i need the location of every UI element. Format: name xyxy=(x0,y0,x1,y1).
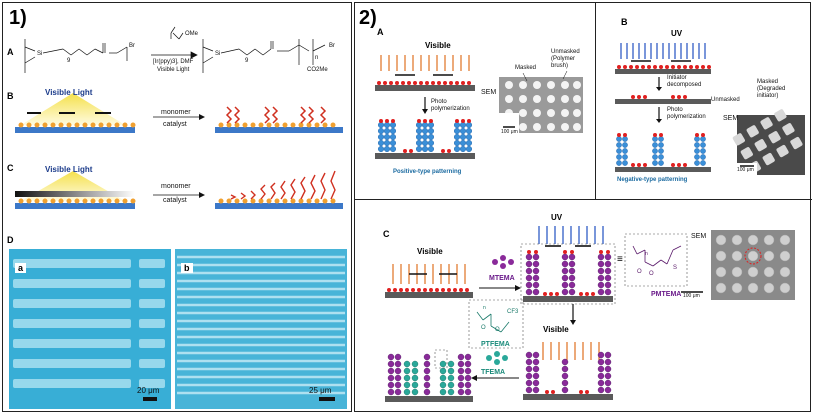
uv-label-2b: UV xyxy=(671,29,683,38)
visible-label-2c-2: Visible xyxy=(543,325,569,334)
panel-1a-label: A xyxy=(7,47,14,57)
co2me-label: CO2Me xyxy=(307,67,328,73)
panel-1b-label: B xyxy=(7,91,14,101)
sem-label-2b: SEM xyxy=(723,115,739,122)
o-atom-label-2: O xyxy=(649,271,654,277)
si-label-1: Si xyxy=(37,51,43,57)
scale-bar-label-2b: 100 μm xyxy=(737,167,754,173)
subscript-9-1: 9 xyxy=(67,58,71,64)
catalyst-label-c: catalyst xyxy=(163,197,187,204)
panel-1: 1) A Si 9 Br OMe [Ir(ppy)3], DMF Visible… xyxy=(2,2,352,412)
ome-label: OMe xyxy=(185,31,199,37)
negative-patterning-scheme xyxy=(615,43,805,175)
photo-polymerization-2b: Photo polymerization xyxy=(667,107,706,120)
catalyst-label-b: catalyst xyxy=(163,121,187,128)
condition-catalyst: [Ir(ppy)3], DMF xyxy=(153,59,194,65)
mtema-label: MTEMA xyxy=(489,275,515,282)
reaction-scheme xyxy=(24,26,326,73)
mixed-patterning-scheme: ≡ xyxy=(385,226,795,402)
masked-label-2a: Masked xyxy=(515,65,537,71)
svg-text:≡: ≡ xyxy=(617,254,623,265)
divider-horizontal xyxy=(355,199,812,200)
si-label-2: Si xyxy=(215,51,221,57)
positive-patterning-scheme xyxy=(375,55,583,159)
micrograph-a: a 20 μm xyxy=(9,249,171,409)
s-atom-label: S xyxy=(673,265,678,271)
o-atom-label-1: O xyxy=(637,269,642,275)
panel-1d-label: D xyxy=(7,235,14,245)
n-subscript-pmtema: n xyxy=(645,251,648,257)
tfema-label: TFEMA xyxy=(481,369,506,376)
ptfema-label: PTFEMA xyxy=(481,341,510,348)
caption-2a: Positive-type patterning xyxy=(393,169,462,175)
br-label-2: Br xyxy=(329,43,335,49)
pmtema-label: PMTEMA xyxy=(651,291,682,298)
scale-bar-a-label: 20 μm xyxy=(137,386,160,395)
sem-label-2a: SEM xyxy=(481,89,497,96)
scale-bar-b-label: 25 μm xyxy=(309,386,332,395)
visible-light-label-c: Visible Light xyxy=(45,165,93,174)
gradient-scheme-c xyxy=(15,170,343,209)
n-subscript-ptfema: n xyxy=(483,305,486,311)
unmasked-label-2a: Unmasked (Polymer brush) xyxy=(551,49,580,69)
cf3-label: CF3 xyxy=(507,309,519,315)
panel-2a-label: A xyxy=(377,27,384,37)
panel-1-number: 1) xyxy=(9,7,27,29)
panel-2: 2) A Visible xyxy=(354,2,812,412)
unmasked-label-2b: Unmasked xyxy=(711,97,740,103)
visible-label-2a: Visible xyxy=(425,41,451,50)
light-mask-scheme-b xyxy=(15,93,343,133)
panel-1c-label: C xyxy=(7,163,14,173)
panel-2c-label: C xyxy=(383,229,390,239)
visible-label-2c-1: Visible xyxy=(417,247,443,256)
o-atom-label-3: O xyxy=(481,325,486,331)
subscript-n: n xyxy=(315,55,319,61)
panel-2b-label: B xyxy=(621,17,628,27)
visible-light-label-b: Visible Light xyxy=(45,88,93,97)
micrograph-b-label: b xyxy=(181,263,193,273)
initiator-decomposed-label: Initiator decomposed xyxy=(667,75,702,88)
condition-light: Visible Light xyxy=(157,67,190,73)
micrograph-b: b 25 μm xyxy=(175,249,347,409)
caption-2b: Negative-type patterning xyxy=(617,177,688,183)
micrograph-b-stripes xyxy=(177,255,345,401)
monomer-label-c: monomer xyxy=(161,183,191,190)
scale-bar-label-2c: 100 μm xyxy=(683,293,700,299)
masked-label-2b: Masked (Degraded initiator) xyxy=(757,79,786,99)
br-label-1: Br xyxy=(129,43,135,49)
subscript-9-2: 9 xyxy=(245,58,249,64)
micrograph-a-stripes xyxy=(13,259,165,401)
uv-label-2c: UV xyxy=(551,213,563,222)
o-atom-label-4: O xyxy=(495,327,500,333)
sem-label-2c: SEM xyxy=(691,233,707,240)
photo-polymerization-2a: Photo polymerization xyxy=(431,99,470,112)
divider-vertical xyxy=(595,3,596,199)
panel-2-number: 2) xyxy=(359,7,377,29)
scale-bar-label-2a: 100 μm xyxy=(501,129,518,135)
micrograph-a-label: a xyxy=(15,263,27,273)
monomer-label-b: monomer xyxy=(161,109,191,116)
